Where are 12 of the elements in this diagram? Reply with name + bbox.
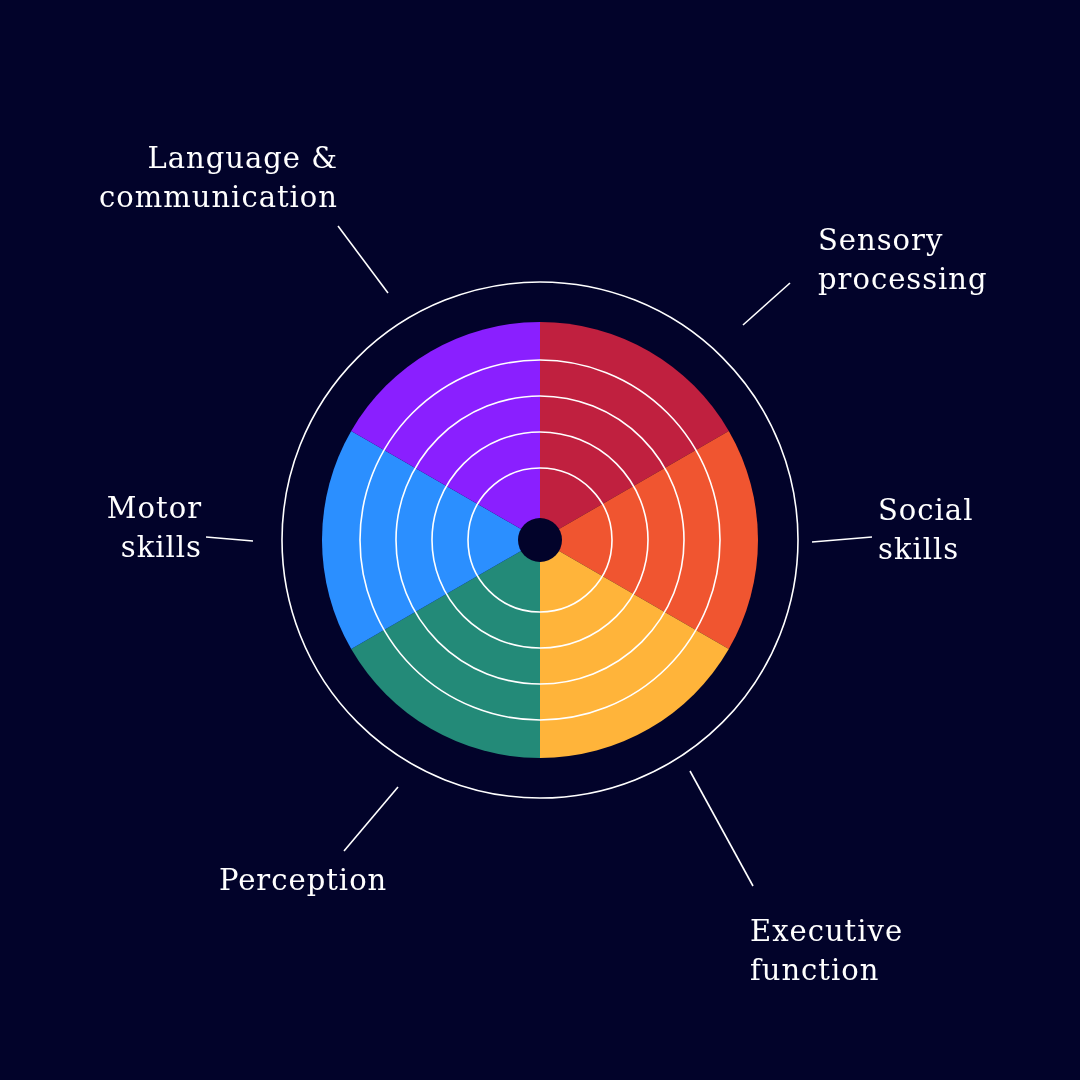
leader-line [343, 786, 399, 852]
category-label: Perception [219, 861, 419, 900]
category-label: Language & communication [60, 139, 338, 217]
category-label: Sensory processing [818, 221, 1048, 299]
leader-line [205, 536, 254, 542]
leader-line [742, 282, 791, 326]
category-label: Executive function [750, 912, 950, 990]
leader-line [337, 225, 389, 294]
leader-line [811, 536, 873, 543]
leader-line [689, 770, 754, 887]
category-label: Social skills [878, 491, 1058, 569]
category-label: Motor skills [45, 489, 202, 567]
